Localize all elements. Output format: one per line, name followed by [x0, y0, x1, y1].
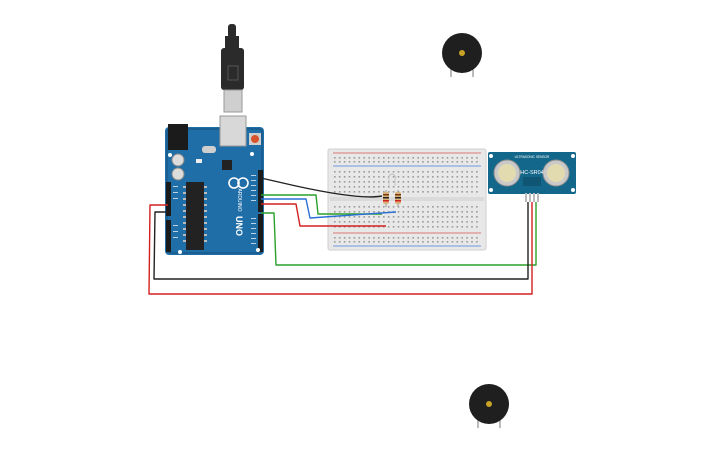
wire-green-short[interactable] — [261, 194, 382, 215]
usb-port — [219, 115, 247, 147]
sensor-model-label: HC-SR04 — [520, 170, 544, 176]
atmega-chip — [186, 182, 204, 250]
reset-button[interactable] — [251, 135, 259, 143]
transducer-right — [542, 159, 570, 187]
buzzer-bottom[interactable] — [469, 384, 509, 428]
arduino-logo-icon — [228, 177, 249, 189]
buzzer-top-center — [459, 50, 465, 56]
arduino-brand-label: ARDUINO — [236, 188, 242, 211]
led-outline — [387, 173, 397, 186]
wire-black-arduino-to-resistor[interactable] — [260, 177, 383, 198]
wire-black-gnd[interactable] — [153, 202, 529, 280]
ultrasonic-sensor[interactable]: ULTRASONIC SENSOR HC-SR04 — [488, 152, 576, 202]
arduino-uno-board[interactable]: ARDUINO UNO — [165, 115, 264, 255]
wire-red-vcc[interactable] — [148, 202, 533, 295]
wire-blue[interactable] — [261, 198, 397, 219]
digital-header[interactable] — [258, 170, 263, 212]
digital-header-2[interactable] — [258, 214, 263, 252]
breadboard-holes — [334, 157, 478, 243]
analog-header[interactable] — [166, 220, 171, 252]
buzzer-top[interactable] — [442, 33, 482, 77]
sensor-pins[interactable] — [525, 193, 539, 202]
buzzer-bottom-center — [486, 401, 492, 407]
wire-green-sensor[interactable] — [261, 202, 537, 266]
power-header[interactable] — [166, 182, 171, 216]
transducer-left — [493, 159, 521, 187]
sensor-title-label: ULTRASONIC SENSOR — [515, 155, 550, 159]
wire-red-breadboard[interactable] — [261, 203, 386, 227]
resistor-1[interactable] — [383, 190, 389, 207]
breadboard[interactable] — [327, 148, 487, 251]
arduino-model-label: UNO — [234, 216, 244, 236]
resistor-2[interactable] — [395, 190, 401, 207]
power-jack — [168, 124, 188, 150]
